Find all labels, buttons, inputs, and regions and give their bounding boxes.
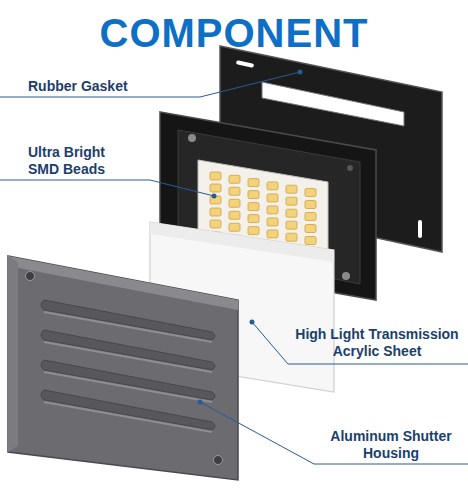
leader-dots — [198, 70, 303, 405]
smd-bead — [210, 208, 221, 216]
smd-bead — [229, 223, 240, 231]
louvers — [41, 300, 215, 432]
smd-bead — [286, 221, 297, 229]
smd-bead — [248, 191, 259, 199]
smd-bead — [229, 175, 240, 183]
housing-cover — [8, 256, 238, 480]
leader-line — [252, 322, 468, 364]
smd-bead — [305, 201, 316, 209]
smd-bead — [267, 218, 278, 226]
screw — [188, 134, 196, 142]
smd-bead — [229, 211, 240, 219]
smd-bead — [210, 220, 221, 228]
gasket-hole — [418, 220, 422, 238]
part-label: High Light Transmission Acrylic Sheet — [290, 326, 464, 360]
smd-bead — [248, 227, 259, 235]
smd-bead — [267, 230, 278, 238]
leader-dot — [198, 400, 203, 405]
leader-line — [0, 180, 214, 196]
leader-dot — [298, 70, 303, 75]
smd-bead — [267, 182, 278, 190]
acrylic-shade — [150, 222, 334, 262]
leader-dot — [250, 320, 255, 325]
leader-line — [0, 72, 300, 97]
smd-bead — [286, 185, 297, 193]
smd-bead — [267, 194, 278, 202]
part-label: Rubber Gasket — [28, 78, 198, 95]
smd-bead — [286, 197, 297, 205]
leader-lines — [0, 72, 468, 464]
housing-side — [8, 256, 18, 452]
screw — [342, 272, 350, 280]
smd-bead — [210, 172, 221, 180]
smd-bead — [286, 233, 297, 241]
smd-bead — [229, 199, 240, 207]
smd-bead — [286, 209, 297, 217]
smd-bead — [248, 203, 259, 211]
part-label: Aluminum Shutter Housing — [318, 428, 464, 462]
gasket-hole — [236, 60, 254, 68]
leader-dot — [212, 194, 217, 199]
part-label: Ultra Bright SMD Beads — [28, 144, 138, 178]
screw — [26, 272, 35, 281]
smd-bead — [248, 179, 259, 187]
smd-bead — [248, 215, 259, 223]
title: COMPONENT — [0, 10, 468, 56]
screw — [214, 456, 223, 465]
smd-bead — [305, 237, 316, 245]
smd-bead — [267, 206, 278, 214]
smd-bead — [305, 213, 316, 221]
smd-bead — [210, 184, 221, 192]
smd-bead — [305, 189, 316, 197]
smd-bead — [229, 187, 240, 195]
shutter-housing — [8, 256, 238, 480]
smd-bead — [305, 225, 316, 233]
screw — [347, 165, 353, 171]
gasket-slot — [262, 82, 404, 126]
leader-line — [200, 402, 468, 464]
